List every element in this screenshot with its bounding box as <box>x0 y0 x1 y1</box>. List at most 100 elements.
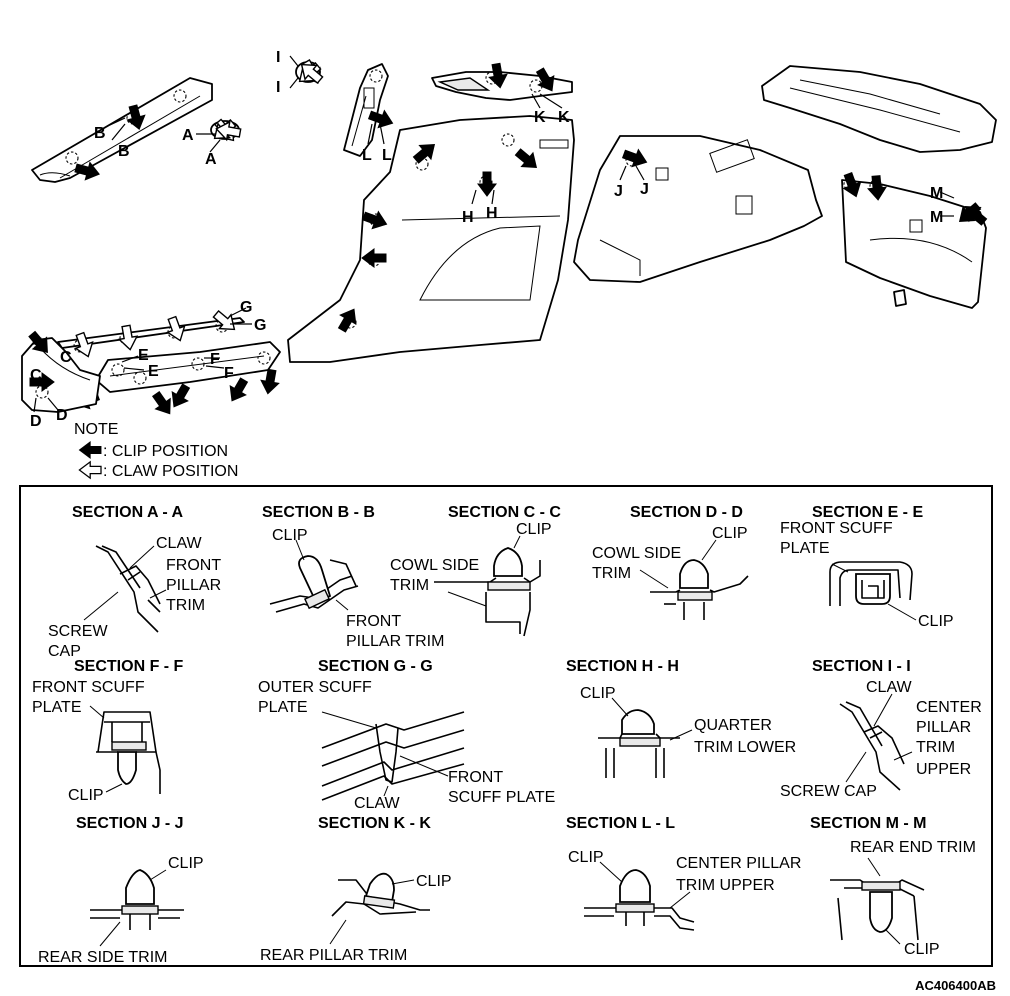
callout-c: C <box>60 349 72 366</box>
section-d: SECTION D - D CLIP COWL SIDE TRIM <box>592 504 749 620</box>
screw-cap-i-part <box>289 55 327 90</box>
section-b-label: PILLAR TRIM <box>346 633 444 650</box>
rear-shelf-part <box>761 65 997 153</box>
section-f: SECTION F - F FRONT SCUFF PLATE CLIP <box>32 658 184 804</box>
cowl-side-trim-part <box>21 327 101 413</box>
section-g: SECTION G - G OUTER SCUFF PLATE FRONT SC… <box>258 658 555 812</box>
section-a-label: SCREW <box>48 623 108 640</box>
section-j-label: CLIP <box>168 855 204 872</box>
section-d-title: SECTION D - D <box>630 504 743 521</box>
section-i-label: UPPER <box>916 761 971 778</box>
callout-f: F <box>224 365 234 382</box>
section-i-label: TRIM <box>916 739 955 756</box>
section-d-label: TRIM <box>592 565 631 582</box>
center-pillar-trim-upper-part <box>343 63 397 157</box>
legend-claw-label: : CLAW POSITION <box>103 463 238 480</box>
section-c-label: COWL SIDE <box>390 557 479 574</box>
legend-clip-label: : CLIP POSITION <box>103 443 228 460</box>
callout-k: K <box>558 109 570 126</box>
section-f-title: SECTION F - F <box>74 658 184 675</box>
callout-a: A <box>205 151 217 168</box>
callout-e: E <box>148 363 159 380</box>
section-l-label: TRIM UPPER <box>676 877 775 894</box>
section-j: SECTION J - J CLIP REAR SIDE TRIM <box>38 815 204 966</box>
callout-m: M <box>930 209 943 226</box>
section-g-title: SECTION G - G <box>318 658 433 675</box>
section-b: SECTION B - B CLIP FRONT PILLAR TRIM <box>262 504 444 650</box>
section-a-label: CLAW <box>156 535 203 552</box>
section-d-label: COWL SIDE <box>592 545 681 562</box>
callout-l: L <box>362 147 372 164</box>
legend: NOTE : CLIP POSITION : CLAW POSITION <box>74 421 238 480</box>
callout-e: E <box>138 347 149 364</box>
section-a-title: SECTION A - A <box>72 504 184 521</box>
section-m: SECTION M - M REAR END TRIM CLIP <box>810 815 976 958</box>
section-l: SECTION L - L CLIP CENTER PILLAR TRIM UP… <box>566 815 801 931</box>
callout-b: B <box>118 143 130 160</box>
section-g-label: CLAW <box>354 795 401 812</box>
callout-g: G <box>240 299 252 316</box>
section-g-label: SCUFF PLATE <box>448 789 555 806</box>
section-m-label: CLIP <box>904 941 940 958</box>
callout-l: L <box>382 147 392 164</box>
callout-c: C <box>30 367 42 384</box>
section-l-label: CLIP <box>568 849 604 866</box>
section-f-label: CLIP <box>68 787 104 804</box>
legend-title: NOTE <box>74 421 118 438</box>
section-b-label: CLIP <box>272 527 308 544</box>
section-l-title: SECTION L - L <box>566 815 675 832</box>
section-g-label: FRONT <box>448 769 503 786</box>
section-f-label: FRONT SCUFF <box>32 679 145 696</box>
section-e-title: SECTION E - E <box>812 504 923 521</box>
section-i-label: CENTER <box>916 699 982 716</box>
exploded-view: B B A A I I L L K K H H J J M M G G C C … <box>21 49 997 430</box>
section-h-label: CLIP <box>580 685 616 702</box>
solid-arrow-icon <box>78 441 102 459</box>
figure-code: AC406400AB <box>915 978 996 993</box>
callout-h: H <box>462 209 474 226</box>
section-a-label: CAP <box>48 643 81 660</box>
front-scuff-plate-part <box>71 341 282 420</box>
section-a-label: PILLAR <box>166 577 221 594</box>
section-h-label: TRIM LOWER <box>694 739 796 756</box>
quarter-trim-lower-part <box>287 115 575 363</box>
callout-j: J <box>640 181 649 198</box>
section-h-title: SECTION H - H <box>566 658 679 675</box>
section-k-label: CLIP <box>416 873 452 890</box>
section-i-label: CLAW <box>866 679 913 696</box>
rear-side-trim-part <box>573 135 823 283</box>
callout-d: D <box>30 413 42 430</box>
callout-d: D <box>56 407 68 424</box>
section-c-label: CLIP <box>516 521 552 538</box>
callout-i: I <box>276 49 280 66</box>
section-i-label: PILLAR <box>916 719 971 736</box>
section-m-label: REAR END TRIM <box>850 839 976 856</box>
section-b-title: SECTION B - B <box>262 504 375 521</box>
callout-k: K <box>534 109 546 126</box>
callout-f: F <box>210 351 220 368</box>
front-pillar-trim-part <box>31 77 213 184</box>
section-e-label: CLIP <box>918 613 954 630</box>
hollow-arrow-icon <box>78 461 102 479</box>
section-m-title: SECTION M - M <box>810 815 926 832</box>
section-k-title: SECTION K - K <box>318 815 431 832</box>
section-e-label: PLATE <box>780 540 830 557</box>
section-a-label: FRONT <box>166 557 221 574</box>
section-c-title: SECTION C - C <box>448 504 561 521</box>
callout-i: I <box>276 79 280 96</box>
section-l-label: CENTER PILLAR <box>676 855 801 872</box>
section-c: SECTION C - C CLIP COWL SIDE TRIM <box>390 504 561 637</box>
section-j-label: REAR SIDE TRIM <box>38 949 168 966</box>
section-i-title: SECTION I - I <box>812 658 911 675</box>
section-g-label: PLATE <box>258 699 308 716</box>
section-e-label: FRONT SCUFF <box>780 520 893 537</box>
section-a: SECTION A - A CLAW FRONT PILLAR TRIM SCR… <box>48 504 221 660</box>
callout-letters: B B A A I I L L K K H H J J M M G G C C … <box>30 49 943 430</box>
callout-g: G <box>254 317 266 334</box>
section-h: SECTION H - H CLIP QUARTER TRIM LOWER <box>566 658 796 778</box>
rear-pillar-trim-part <box>431 61 573 109</box>
screw-cap-a-part <box>196 115 243 153</box>
section-b-label: FRONT <box>346 613 401 630</box>
section-g-label: OUTER SCUFF <box>258 679 372 696</box>
